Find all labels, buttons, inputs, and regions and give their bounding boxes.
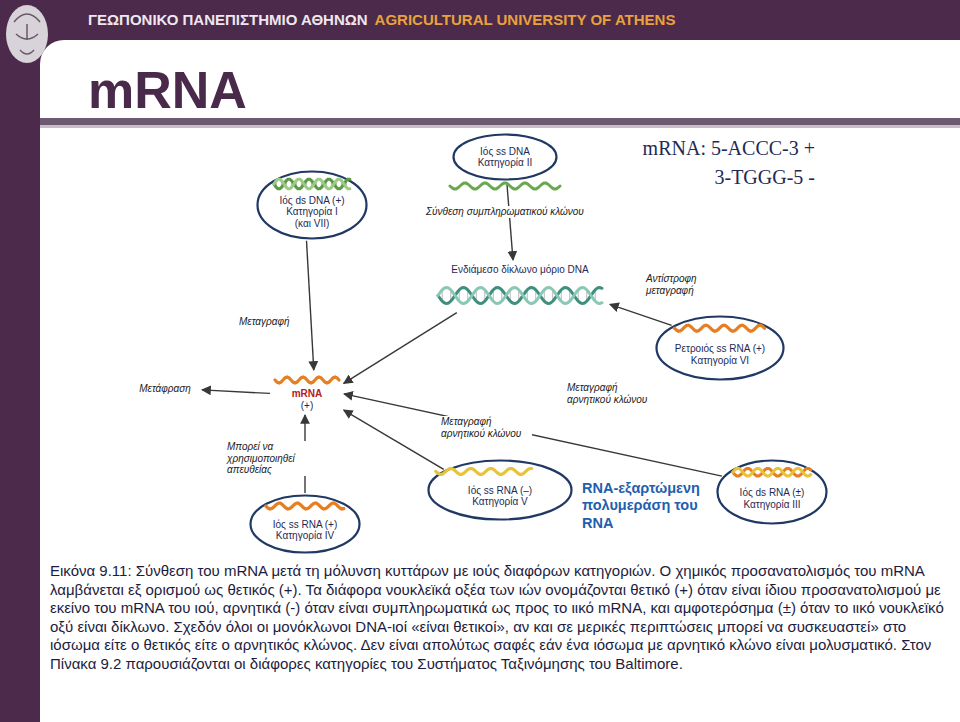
node-text: Ιός ds RNA (±) Κατηγορία III xyxy=(729,487,815,510)
strand-notation: mRNA: 5-ACCC-3 + xyxy=(643,137,815,160)
node-text: Ενδιάμεσο δίκλωνο μόριο DNA xyxy=(432,264,608,276)
logo-sketch xyxy=(14,14,40,54)
nucleic-acid-strand xyxy=(274,179,350,189)
node-text-block: Ρετροιός ss RNA (+) Κατηγορία VI xyxy=(671,343,769,366)
edge-label: Μεταγραφή αρνητικού κλώνου xyxy=(440,416,532,439)
virus-ellipse: Ιός ss RNA (+) Κατηγορία IV xyxy=(249,494,361,554)
header-text: AGRICULTURAL UNIVERSITY OF ATHENS xyxy=(375,11,676,28)
nucleic-acid-strand xyxy=(436,469,532,475)
node-text: Μετάφραση xyxy=(130,383,200,395)
nucleic-acid-strand xyxy=(274,179,350,189)
edge-label: Μεταγραφή αρνητικού κλώνου xyxy=(566,382,658,405)
virus-capsid-outline xyxy=(718,461,827,524)
logo-emblem xyxy=(6,5,48,63)
header-row: ΓΕΩΠΟΝΙΚΟ ΠΑΝΕΠΙΣΤΗΜΙΟ ΑΘΗΝΩΝ AGRICULTURA… xyxy=(88,11,675,28)
edge-label: Αντίστροφη μεταγραφή xyxy=(645,273,711,296)
virus-ellipse: Ρετροιός ss RNA (+) Κατηγορία VI xyxy=(655,315,785,381)
mrna-strand: mRNA(+) xyxy=(272,372,342,413)
node-text-block: mRNA(+) xyxy=(272,388,342,411)
virus-capsid-outline xyxy=(657,317,784,380)
virus-capsid-outline xyxy=(251,496,360,553)
connector-arrow xyxy=(307,241,314,370)
strand-notation: 3-TGGG-5 - xyxy=(714,166,815,189)
virus-capsid-outline xyxy=(454,135,557,180)
virus-capsid-outline xyxy=(429,461,572,520)
node-text: Ιός ss DNA Κατηγορία II xyxy=(470,146,540,169)
nucleic-acid-strand xyxy=(266,503,344,509)
connector-arrow xyxy=(344,313,457,384)
intermediate-dna: Ενδιάμεσο δίκλωνο μόριο DNA xyxy=(432,262,608,312)
virus-ellipse: Ιός ds DNA (+) Κατηγορία I (και VII) xyxy=(256,170,368,240)
node-text: Ιός ds DNA (+) Κατηγορία I (και VII) xyxy=(278,195,347,230)
connector-arrow xyxy=(202,390,270,394)
edge-label: Σύνθεση συμπληρωματικού κλώνου xyxy=(425,206,585,218)
edge-label: Μπορεί να χρησιμοποιηθεί απευθείας xyxy=(226,441,308,476)
nucleic-acid-strand xyxy=(733,468,811,476)
virus-capsid-outline xyxy=(258,172,367,239)
nucleic-acid-strand xyxy=(450,183,560,189)
figure-caption: Εικόνα 9.11: Σύνθεση του mRNA μετά τη μό… xyxy=(50,562,945,673)
nucleic-acid-strand xyxy=(675,325,765,331)
connector-arrow xyxy=(610,304,672,325)
node-text: (+) xyxy=(272,400,342,412)
connector-arrow xyxy=(507,182,513,260)
connector-arrow xyxy=(344,410,444,469)
nucleic-acid-strand xyxy=(438,288,602,304)
virus-ellipse: Ιός ss DNA Κατηγορία II xyxy=(452,133,558,181)
title-rule-shade xyxy=(40,125,960,128)
nucleic-acid-strand xyxy=(438,288,602,304)
node-text-block: Μετάφραση xyxy=(130,383,200,395)
virus-ellipse: Ιός ds RNA (±) Κατηγορία III xyxy=(716,459,828,525)
node-text: mRNA xyxy=(272,388,342,400)
node-text-block: Ιός ss RNA (+) Κατηγορία IV xyxy=(262,519,348,542)
node-text-block: Ιός ss RNA (–) Κατηγορία V xyxy=(455,485,545,508)
node-text-block: Ενδιάμεσο δίκλωνο μόριο DNA xyxy=(432,264,608,276)
slide-title: mRNA xyxy=(88,64,247,116)
node-text-block: Ιός ds RNA (±) Κατηγορία III xyxy=(729,487,815,510)
node-text: Ρετροιός ss RNA (+) Κατηγορία VI xyxy=(671,343,769,366)
nucleic-acid-strand xyxy=(733,468,811,476)
node-text: Ιός ss RNA (–) Κατηγορία V xyxy=(455,485,545,508)
node-text: Ιός ss RNA (+) Κατηγορία IV xyxy=(262,519,348,542)
enzyme-note: RNA-εξαρτώμενη πολυμεράση του RNA xyxy=(582,480,718,532)
title-rule xyxy=(40,118,960,125)
header-text: ΓΕΩΠΟΝΙΚΟ ΠΑΝΕΠΙΣΤΗΜΙΟ ΑΘΗΝΩΝ xyxy=(88,11,368,28)
edge-label: Μεταγραφή xyxy=(238,316,300,328)
node-text-block: Ιός ss DNA Κατηγορία II xyxy=(470,146,540,169)
process-label: Μετάφραση xyxy=(130,381,200,397)
virus-ellipse: Ιός ss RNA (–) Κατηγορία V xyxy=(427,459,573,521)
node-text-block: Ιός ds DNA (+) Κατηγορία I (και VII) xyxy=(278,195,347,230)
nucleic-acid-strand xyxy=(275,377,339,383)
slide-panel xyxy=(40,40,960,722)
